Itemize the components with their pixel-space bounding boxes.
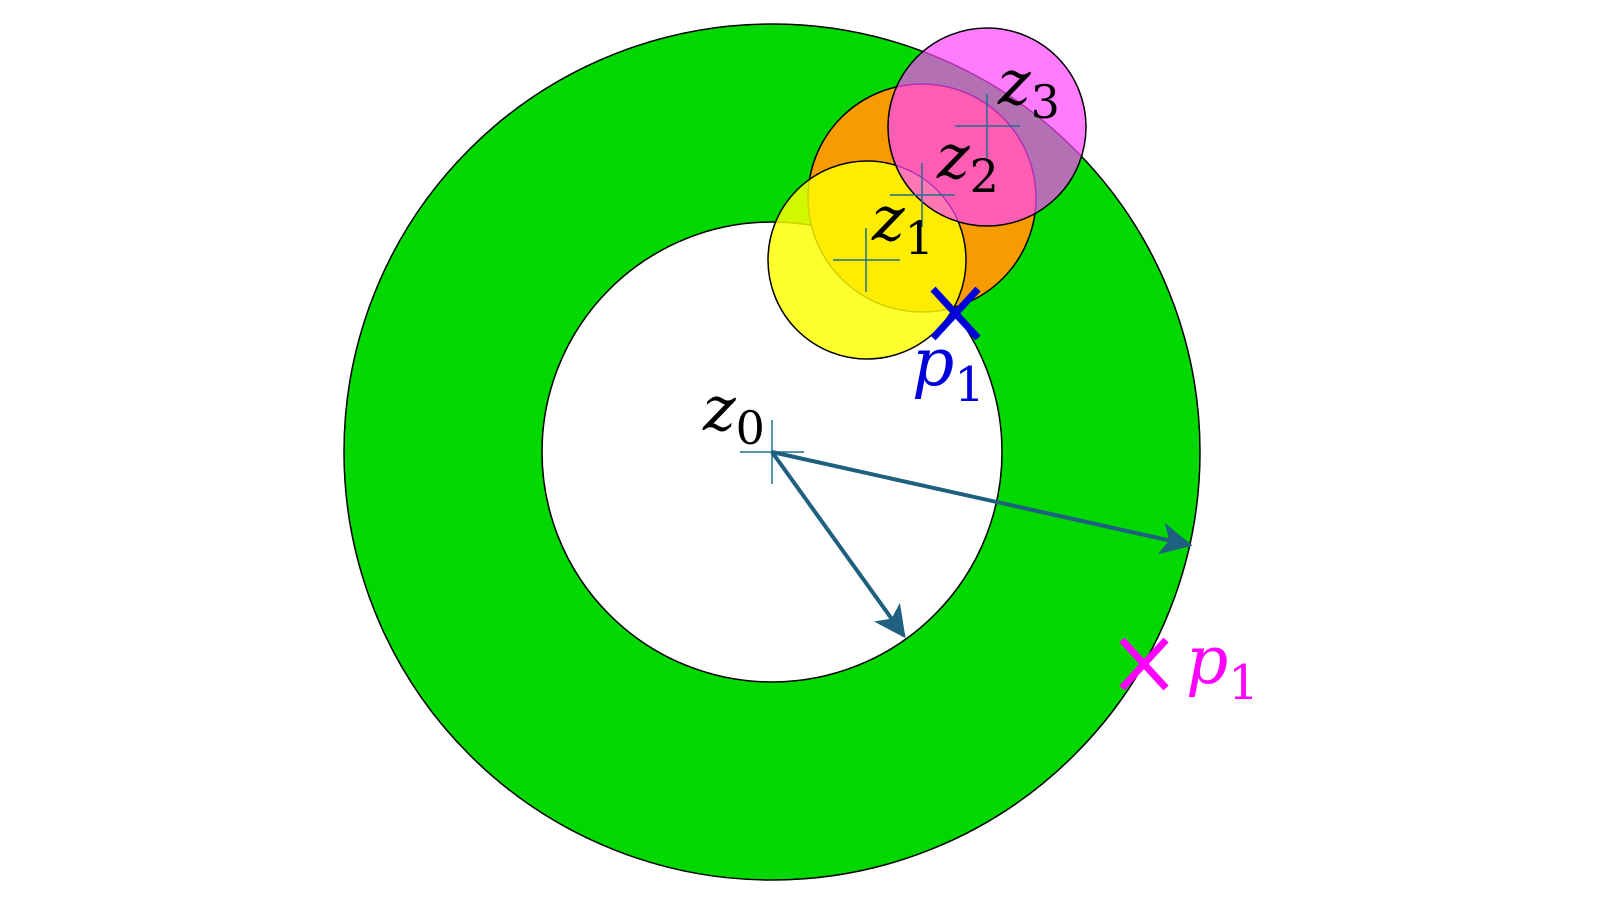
label-z2: z2: [936, 120, 999, 203]
point-p1-blue-marker: [930, 286, 981, 341]
center-marker-z2: [890, 163, 955, 227]
label-z3: z3: [997, 46, 1060, 129]
point-p1-magenta-marker: [1119, 637, 1169, 691]
center-marker-z1: [833, 228, 900, 292]
center-marker-z3: [955, 94, 1020, 158]
label-p1-magenta: p1: [1186, 622, 1259, 711]
label-z0: z0: [702, 372, 765, 455]
outer-radius-arrow: [771, 450, 1193, 555]
inner-radius-arrow: [770, 450, 906, 639]
label-z1: z1: [871, 182, 934, 265]
label-p1-blue: p1: [912, 324, 985, 413]
